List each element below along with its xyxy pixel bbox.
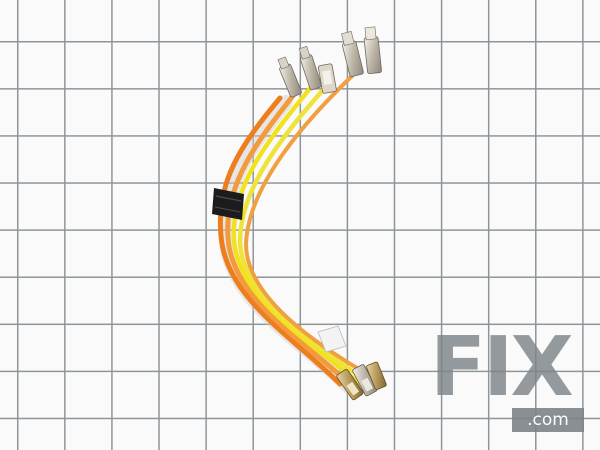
yellow-wire <box>237 79 371 385</box>
watermark-domain: .com <box>512 408 584 432</box>
orange-wire <box>225 89 355 389</box>
orange-wire <box>217 95 343 387</box>
bottom-connector <box>317 325 347 353</box>
wire-bundle <box>217 74 376 389</box>
fix-com-watermark: FIX .com <box>430 320 584 434</box>
orange-wire <box>243 74 376 380</box>
tape-band <box>212 188 244 220</box>
watermark-brand: FIX <box>430 320 574 415</box>
top-terminals <box>277 26 382 98</box>
yellow-wire <box>231 83 363 387</box>
bottom-terminals <box>336 361 387 401</box>
